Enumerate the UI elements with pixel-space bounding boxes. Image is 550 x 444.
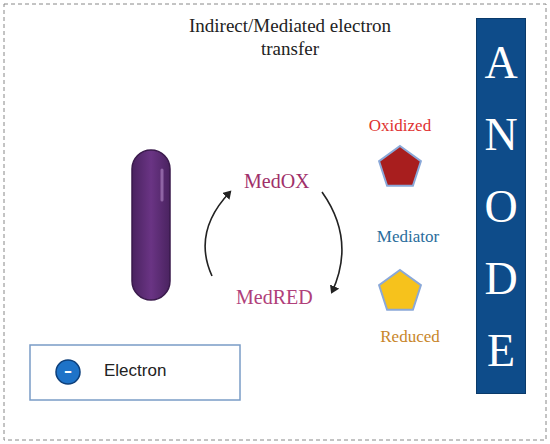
reduced-mediator-pentagon xyxy=(379,270,421,310)
bacterium-cell xyxy=(132,150,170,300)
diagram-title: Indirect/Mediated electron transfer xyxy=(180,14,400,60)
reduced-caption: Reduced xyxy=(362,327,458,347)
dashed-frame xyxy=(4,4,546,440)
anode-electrode: ANODE xyxy=(476,18,526,394)
electron-sign: – xyxy=(58,361,78,381)
oxidation-arrow xyxy=(205,192,230,276)
oxidized-mediator-label: MedOX xyxy=(244,170,344,193)
legend-text: Electron xyxy=(104,361,234,381)
oxidized-caption: Oxidized xyxy=(355,116,445,136)
mediator-caption: Mediator xyxy=(358,227,458,247)
electrode-label: ANODE xyxy=(481,27,521,387)
legend-box xyxy=(30,345,240,400)
reduction-arrow xyxy=(322,192,342,292)
cell-highlight xyxy=(161,170,164,200)
oxidized-mediator-pentagon xyxy=(379,146,421,186)
electron-symbol xyxy=(56,360,80,384)
reduced-mediator-label: MedRED xyxy=(236,286,346,309)
